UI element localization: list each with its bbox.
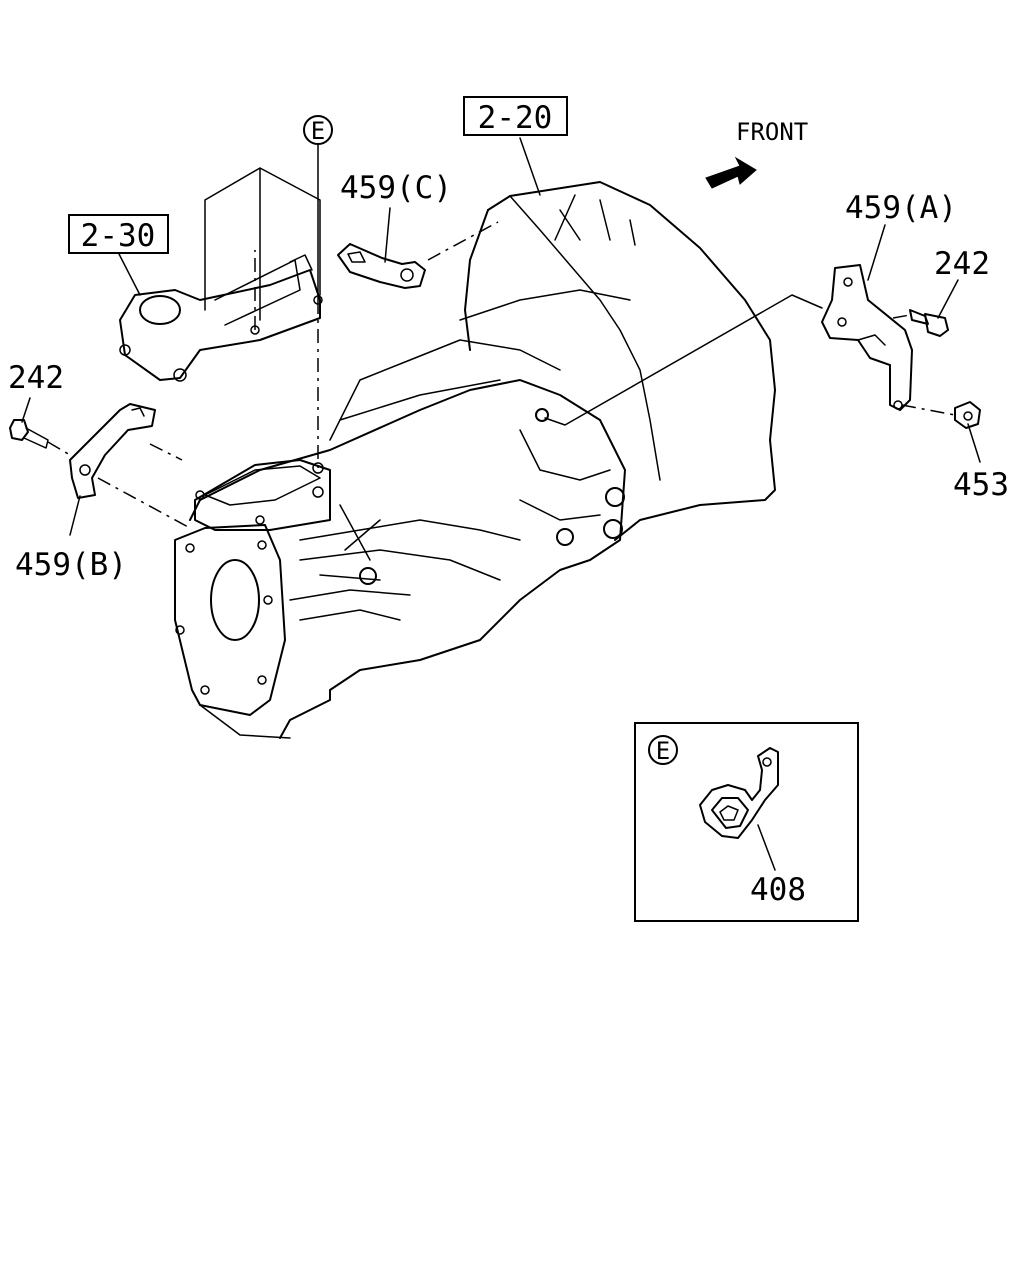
bracket-459b	[69, 403, 156, 499]
bracket-459a	[821, 264, 913, 411]
part-459b-label: 459(B)	[15, 547, 127, 583]
part-459c-label: 459(C)	[340, 170, 452, 206]
callout-e-main-label: E	[311, 117, 325, 145]
ref-2-20-label: 2-20	[478, 100, 553, 136]
callout-e-inset-label: E	[656, 737, 670, 765]
callout-e-inset	[648, 735, 678, 765]
front-label: FRONT	[736, 118, 808, 146]
part-453-label: 453	[953, 467, 1009, 503]
ref-2-30-label: 2-30	[81, 218, 156, 254]
part-242-right-label: 242	[934, 246, 990, 282]
leader-408	[757, 824, 776, 871]
leader-lines	[21, 137, 981, 536]
front-arrow-icon	[705, 156, 757, 189]
clip-453	[954, 401, 981, 429]
part-459a-label: 459(A)	[845, 190, 957, 226]
bracket-459c	[337, 243, 426, 289]
bolt-242-right	[909, 309, 949, 337]
assembly-lines	[47, 221, 956, 529]
part-242-left-label: 242	[8, 360, 64, 396]
ref-2-20-box	[463, 96, 568, 136]
shift-control-assembly	[119, 167, 323, 382]
part-408-label: 408	[750, 872, 806, 908]
ref-2-30-box	[68, 214, 169, 254]
bolt-242-left	[9, 419, 49, 449]
callout-e-main	[303, 115, 333, 145]
transmission-body	[174, 181, 776, 739]
clip-408	[699, 747, 779, 839]
